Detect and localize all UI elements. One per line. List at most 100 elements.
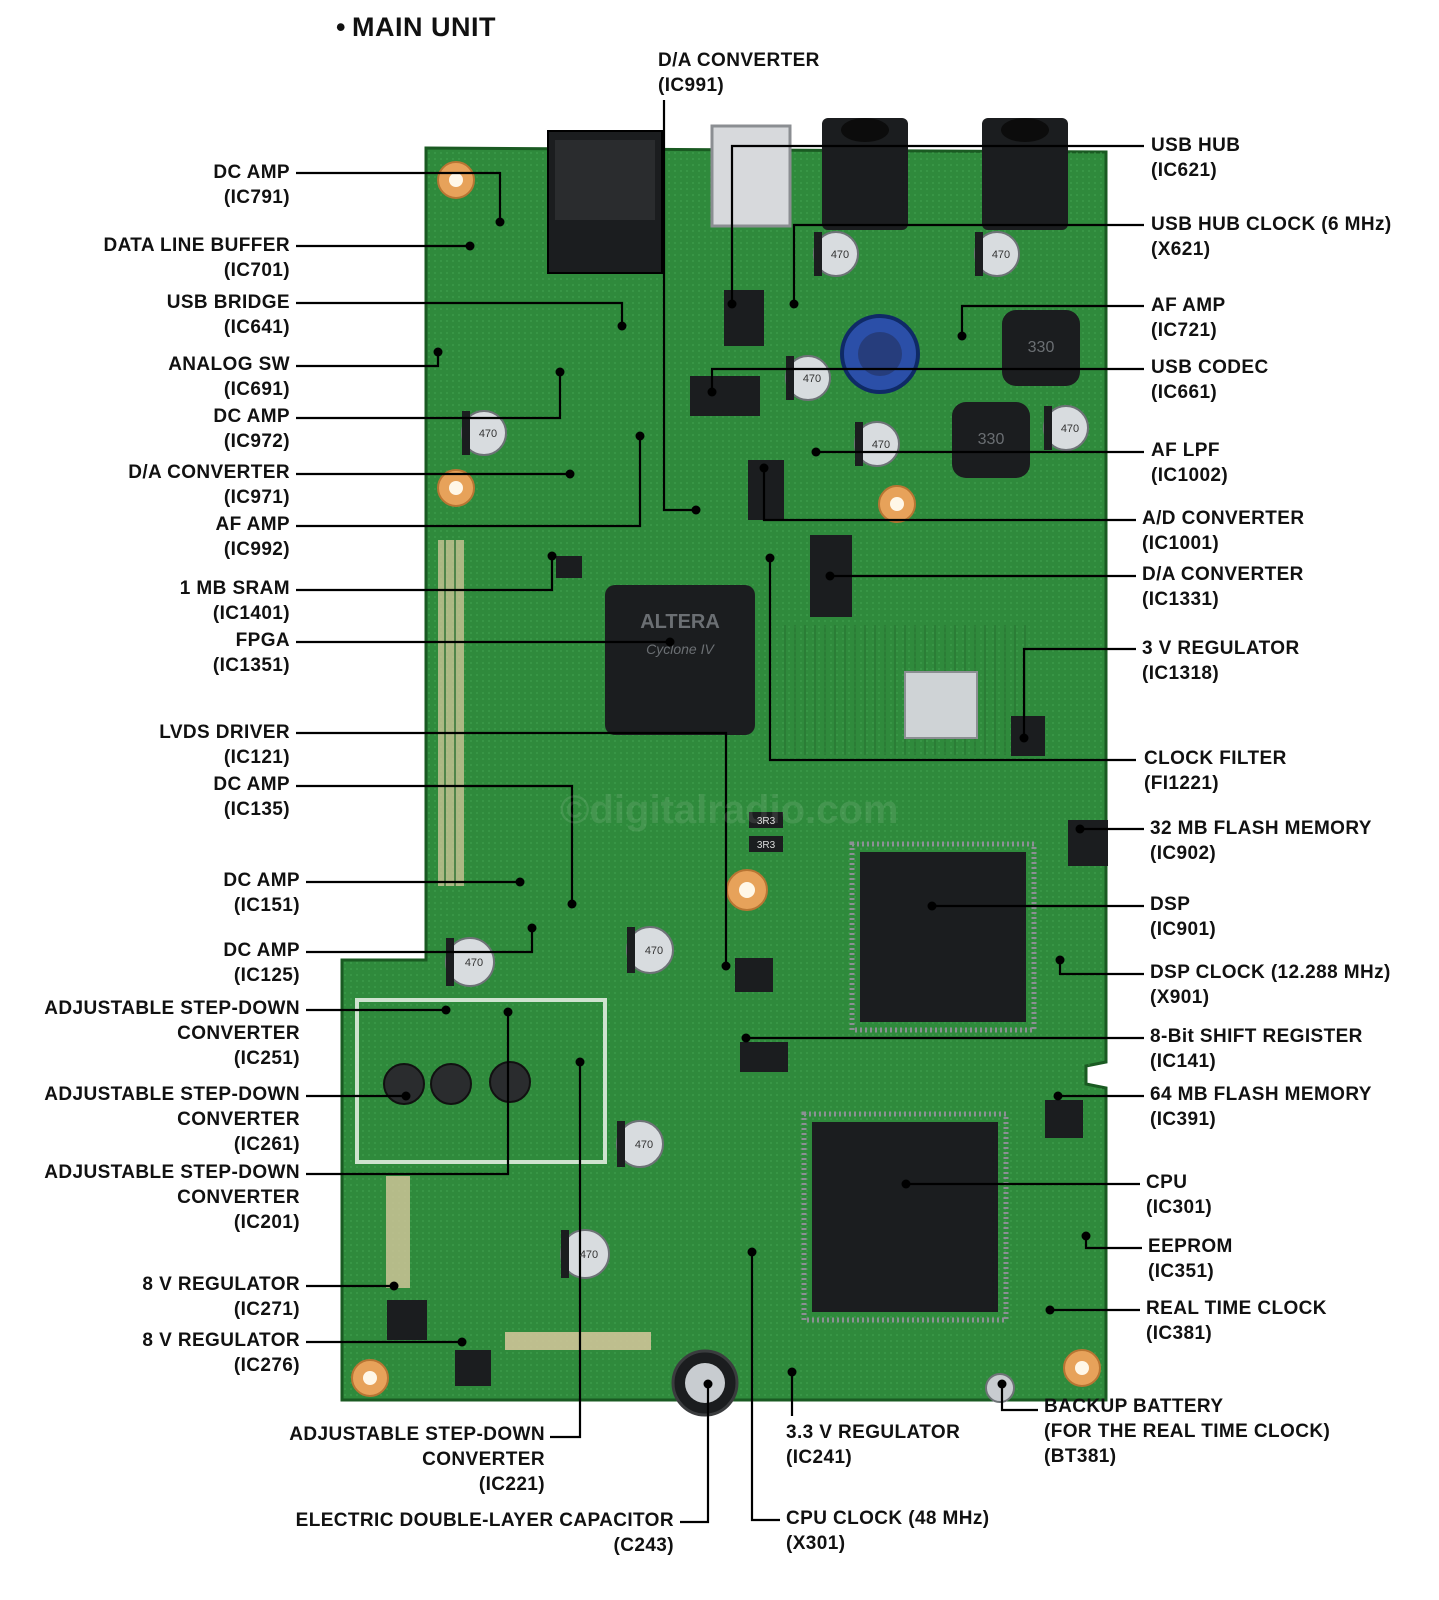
leader-dot-ic621 [727, 299, 737, 309]
callout-label-line: (X621) [1151, 239, 1211, 260]
callout-label-line: (IC1001) [1142, 533, 1220, 554]
leader-dot-ic135 [567, 899, 577, 909]
callout-label-x901: DSP CLOCK (12.288 MHz)(X901) [1150, 960, 1391, 1010]
resistor-value-mark: 3R3 [757, 816, 776, 827]
leader-line-c243 [680, 1384, 710, 1524]
leader-dot-ic1001 [759, 463, 769, 473]
callout-label-line: (IC301) [1146, 1197, 1213, 1218]
callout-label-line: (X301) [786, 1533, 846, 1554]
electrolytic-capacitors [445, 231, 1089, 1279]
leader-dot-ic241 [787, 1367, 797, 1377]
callout-label-line: (IC721) [1151, 320, 1218, 341]
callout-label-line: (IC1351) [212, 655, 290, 676]
callout-label-line: USB HUB CLOCK (6 MHz) [1151, 214, 1392, 235]
leader-line-bt381 [1000, 1384, 1038, 1412]
callout-label-line: (IC1401) [212, 603, 290, 624]
leader-line-ic791 [296, 171, 502, 222]
leader-dot-ic992 [635, 431, 645, 441]
callout-label-line: (IC701) [223, 260, 290, 281]
leader-dot-ic1351 [665, 637, 675, 647]
leader-line-ic991 [662, 100, 696, 512]
callout-label-ic1001: A/D CONVERTER (IC1001) [1142, 506, 1305, 556]
leader-dot-ic125 [527, 923, 537, 933]
callout-label-line: (IC241) [786, 1447, 853, 1468]
callout-label-ic901: DSP(IC901) [1150, 892, 1216, 942]
callout-label-line: ADJUSTABLE STEP-DOWN [289, 1424, 545, 1445]
callout-label-line: (IC991) [658, 75, 725, 96]
callout-label-line: (IC902) [1150, 843, 1217, 864]
callout-label-line: D/A CONVERTER [658, 50, 820, 71]
capacitor-value-mark: 470 [1061, 423, 1079, 435]
watermark: ©digitalradio.com [560, 788, 899, 832]
callout-label-line: (C243) [613, 1535, 674, 1556]
leader-dot-x901 [1055, 955, 1065, 965]
callout-label-ic351: EEPROM(IC351) [1148, 1234, 1233, 1284]
callout-label-line: FPGA [235, 630, 290, 651]
converter-area-outline [355, 998, 607, 1164]
callout-label-ic151: DC AMP(IC151) [223, 868, 300, 918]
callout-label-ic992: AF AMP(IC992) [215, 512, 290, 562]
callout-label-line: A/D CONVERTER [1142, 508, 1305, 529]
heatsink-pad [904, 671, 978, 739]
callout-label-line: (IC791) [223, 187, 290, 208]
leader-line-ic1401 [296, 556, 554, 592]
leader-dot-ic1401 [547, 551, 557, 561]
callout-label-line: REAL TIME CLOCK [1146, 1298, 1327, 1319]
callout-label-x621: USB HUB CLOCK (6 MHz) (X621) [1151, 212, 1392, 262]
leader-line-ic721 [960, 304, 1144, 336]
leader-dot-ic271 [389, 1281, 399, 1291]
inductor-value-mark: 330 [978, 431, 1005, 448]
usb-port [710, 124, 792, 228]
leader-line-ic972 [296, 372, 562, 420]
callout-label-line: CLOCK FILTER [1144, 748, 1287, 769]
callout-label-ic1351: FPGA (IC1351) [213, 628, 290, 678]
callout-label-ic141: 8-Bit SHIFT REGISTER(IC141) [1150, 1024, 1363, 1074]
callout-label-line: (IC135) [223, 799, 290, 820]
leader-dot-ic1318 [1019, 733, 1029, 743]
leader-dot-ic972 [555, 367, 565, 377]
callout-label-line: (IC221) [478, 1474, 545, 1495]
callout-label-ic135: DC AMP(IC135) [213, 772, 290, 822]
leader-dot-ic901 [927, 901, 937, 911]
callout-label-line: CONVERTER [177, 1023, 300, 1044]
leader-line-ic121 [296, 731, 728, 966]
leader-dot-x301 [747, 1247, 757, 1257]
callout-label-ic621: USB HUB(IC621) [1151, 133, 1240, 183]
leader-dot-ic251 [441, 1005, 451, 1015]
leader-dot-ic381 [1045, 1305, 1055, 1315]
callout-label-ic391: 64 MB FLASH MEMORY(IC391) [1150, 1082, 1372, 1132]
leader-line-ic661 [710, 367, 1144, 392]
callout-label-ic972: DC AMP(IC972) [213, 404, 290, 454]
inductor-330-b [952, 402, 1030, 478]
callout-label-ic971: D/A CONVERTER (IC971) [128, 460, 290, 510]
callout-label-ic791: DC AMP (IC791) [213, 160, 290, 210]
callout-label-line: (IC125) [233, 965, 300, 986]
callout-label-ic241: 3.3 V REGULATOR(IC241) [786, 1420, 960, 1470]
leader-dot-ic141 [741, 1033, 751, 1043]
callout-label-fi1221: CLOCK FILTER(FI1221) [1144, 746, 1287, 796]
callout-label-line: USB BRIDGE [166, 292, 290, 313]
callout-label-line: AF AMP [1151, 295, 1226, 316]
callout-label-line: (IC971) [223, 487, 290, 508]
leader-dot-x621 [789, 299, 799, 309]
callout-label-line: DC AMP [213, 162, 290, 183]
capacitor-value-mark: 470 [831, 249, 849, 261]
leader-line-x621 [792, 223, 1144, 304]
callout-label-line: DATA LINE BUFFER [103, 235, 290, 256]
callout-label-line: BACKUP BATTERY [1044, 1396, 1224, 1417]
callout-label-ic381: REAL TIME CLOCK(IC381) [1146, 1296, 1327, 1346]
page-title-text: MAIN UNIT [351, 12, 496, 42]
callout-label-ic691: ANALOG SW(IC691) [168, 352, 290, 402]
leader-line-ic641 [296, 301, 624, 326]
callout-label-line: D/A CONVERTER [128, 462, 290, 483]
leader-dot-ic151 [515, 877, 525, 887]
callout-label-line: (IC691) [223, 379, 290, 400]
callout-label-line: CONVERTER [177, 1109, 300, 1130]
resistor [749, 836, 783, 852]
callout-label-line: DC AMP [223, 940, 300, 961]
callout-label-line: CONVERTER [177, 1187, 300, 1208]
leader-dot-ic991 [691, 505, 701, 515]
leader-line-ic1318 [1022, 647, 1136, 738]
